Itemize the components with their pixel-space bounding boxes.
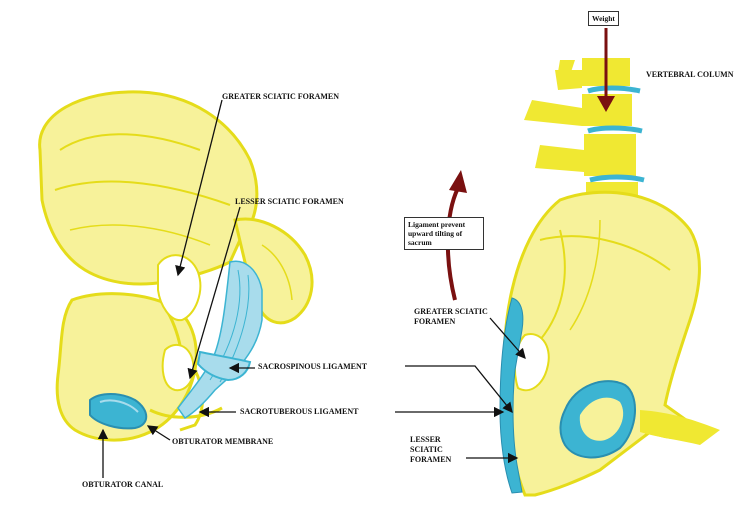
vertebral-column <box>524 58 644 202</box>
label-vertebral-column: VERTEBRAL COLUMN <box>646 70 752 80</box>
intervertebral-disc <box>588 88 640 91</box>
label-obturator-canal: OBTURATOR CANAL <box>82 480 163 490</box>
label-greater-sciatic-foramen-left: GREATER SCIATIC FORAMEN <box>222 92 339 102</box>
label-obturator-membrane: OBTURATOR MEMBRANE <box>172 437 273 447</box>
iliac-wing <box>40 92 257 284</box>
label-sacrospinous-ligament: SACROSPINOUS LIGAMENT <box>258 362 367 372</box>
label-ligament-note: Ligament prevent upward tilting of sacru… <box>404 217 484 250</box>
label-weight: Weight <box>588 11 619 26</box>
label-lesser-sciatic-foramen-right: LESSER SCIATIC FORAMEN <box>410 435 462 465</box>
label-greater-sciatic-foramen-right: GREATER SCIATIC FORAMEN <box>414 307 492 327</box>
label-sacrotuberous-ligament: SACROTUBEROUS LIGAMENT <box>240 407 358 417</box>
intervertebral-disc <box>588 128 642 131</box>
label-lesser-sciatic-foramen-left: LESSER SCIATIC FORAMEN <box>235 197 344 207</box>
intervertebral-disc <box>590 177 644 180</box>
